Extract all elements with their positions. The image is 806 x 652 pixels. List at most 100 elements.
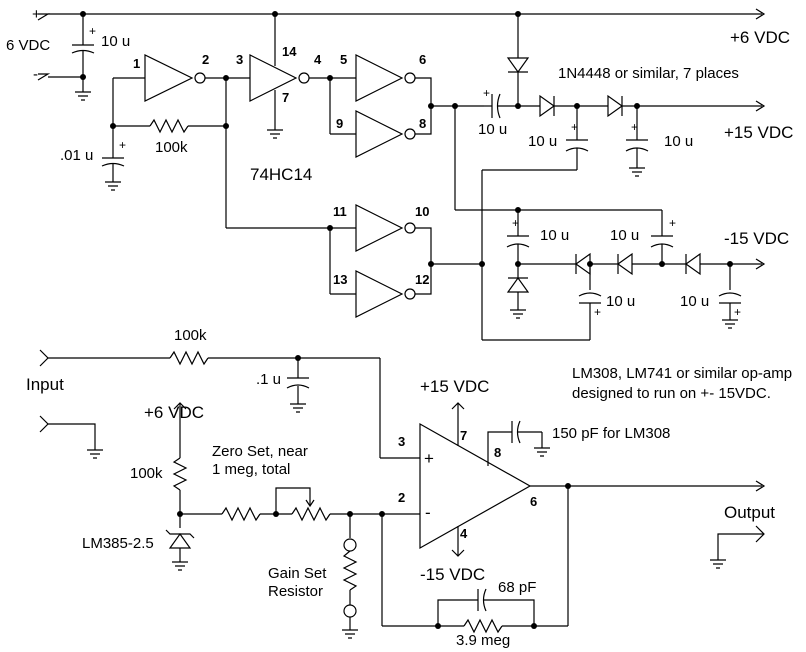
inverter-gate-3 xyxy=(355,54,404,102)
pin-label: 4 xyxy=(314,52,322,67)
junction-dot xyxy=(659,261,665,267)
zener-bar xyxy=(165,529,195,539)
power-input: + - 6 VDC + 10 u +6 VDC xyxy=(6,6,790,101)
cap-plus: + xyxy=(594,305,601,319)
ground-symbol xyxy=(629,167,645,177)
pin-label: 2 xyxy=(202,52,209,67)
pin-label: 3 xyxy=(236,52,243,67)
pin-label: 9 xyxy=(336,116,343,131)
diode xyxy=(539,94,556,118)
wire xyxy=(484,599,535,626)
inverter-bubble xyxy=(194,72,206,84)
supply-arrow xyxy=(173,402,187,410)
cap-pos-b-label: 10 u xyxy=(664,133,693,150)
neg15-arrow xyxy=(755,258,766,270)
pin-label: 13 xyxy=(333,272,347,287)
junction-dot xyxy=(428,261,434,267)
pin-label: 5 xyxy=(340,52,347,67)
supply-arrow xyxy=(451,549,465,557)
diode xyxy=(607,94,624,118)
ground-symbol xyxy=(172,561,188,571)
wire xyxy=(48,423,96,450)
terminal-circle xyxy=(343,538,357,552)
output-label: Output xyxy=(724,503,775,522)
diode xyxy=(506,276,530,293)
resistor-100k xyxy=(149,118,189,134)
wiper-wire xyxy=(275,487,311,514)
cap-couple-label: 10 u xyxy=(478,121,507,138)
inverter-gate-5 xyxy=(355,204,404,252)
input-label: Input xyxy=(26,375,64,394)
pin-label: 8 xyxy=(494,445,501,460)
potentiometer xyxy=(291,506,331,522)
pos15-label: +15 VDC xyxy=(724,123,793,142)
pin-label: 10 xyxy=(415,204,429,219)
pos15-arrow xyxy=(755,100,766,112)
junction-dot xyxy=(272,11,278,17)
neg15-label: -15 VDC xyxy=(724,229,789,248)
output-arrow xyxy=(755,480,766,492)
junction-dot xyxy=(515,103,521,109)
opamp xyxy=(419,422,532,550)
cap-plus: + xyxy=(119,138,126,152)
pin-label: 14 xyxy=(282,44,297,59)
cap-fb-plate-2 xyxy=(482,588,487,612)
zener-label: LM385-2.5 xyxy=(82,535,154,552)
ground-symbol xyxy=(722,319,738,329)
cap-plus: + xyxy=(631,120,638,134)
resistor-label: 100k xyxy=(155,139,188,156)
zener-diode xyxy=(168,532,192,549)
opamp-note: LM308, LM741 or similar op-amp xyxy=(572,365,792,382)
pin-label: 4 xyxy=(460,526,468,541)
ground-symbol xyxy=(710,559,726,569)
pos6-label: +6 VDC xyxy=(730,28,790,47)
cap-neg-filter-plate xyxy=(718,292,742,297)
ground-symbol xyxy=(75,91,91,101)
cap-timing-label: .01 u xyxy=(60,147,93,164)
cap-neg-d-label: 10 u xyxy=(680,293,709,310)
ground-symbol xyxy=(105,181,121,191)
r-input-label: 100k xyxy=(174,327,207,344)
diode xyxy=(684,252,701,276)
input-ground-terminal xyxy=(39,415,49,433)
pin-label: 8 xyxy=(419,116,426,131)
oscillator: 1 2 3 14 4 7 5 6 9 8 100k xyxy=(60,11,485,318)
zero-set-label: Zero Set, near xyxy=(212,443,308,460)
inverter-gate-4 xyxy=(355,110,404,158)
opamp-plus: + xyxy=(424,449,434,468)
cap-plus: + xyxy=(669,216,676,230)
cap-couple-plate-2 xyxy=(496,93,501,119)
cap-input-plus: + xyxy=(89,24,96,38)
wire xyxy=(717,533,764,560)
cap-timing-plate-bottom xyxy=(101,162,125,167)
input-voltage-label: 6 VDC xyxy=(6,37,50,54)
junction-dot xyxy=(531,623,537,629)
input-minus-terminal xyxy=(37,73,51,81)
junction-dot xyxy=(80,11,86,17)
input-minus-label: - xyxy=(33,66,38,83)
inverter-gate-6 xyxy=(355,270,404,318)
input-plus-label: + xyxy=(32,6,41,23)
r-ref-label: 100k xyxy=(130,465,163,482)
ground-symbol xyxy=(290,403,306,413)
pin-label: 2 xyxy=(398,490,405,505)
cap-input-label: 10 u xyxy=(101,33,130,50)
junction-dot xyxy=(515,11,521,17)
cap-plus: + xyxy=(512,216,519,230)
cap-plus: + xyxy=(734,305,741,319)
pin-label: 1 xyxy=(133,56,140,71)
ground-symbol xyxy=(87,449,103,459)
input-terminal xyxy=(39,349,49,367)
cap-input-plate-bottom xyxy=(71,49,95,54)
junction-dot xyxy=(452,103,458,109)
ground-symbol xyxy=(510,309,526,319)
diode xyxy=(616,252,633,276)
positive-charge-pump: + 10 u 1N4448 or similar, 7 places +15 V… xyxy=(478,11,793,340)
inverter-gate-1 xyxy=(144,54,194,102)
terminal-circle xyxy=(343,604,357,618)
junction-dot xyxy=(80,74,86,80)
inverter-bubble xyxy=(404,288,416,300)
ic-label: 74HC14 xyxy=(250,165,312,184)
resistor-zero xyxy=(221,506,261,522)
